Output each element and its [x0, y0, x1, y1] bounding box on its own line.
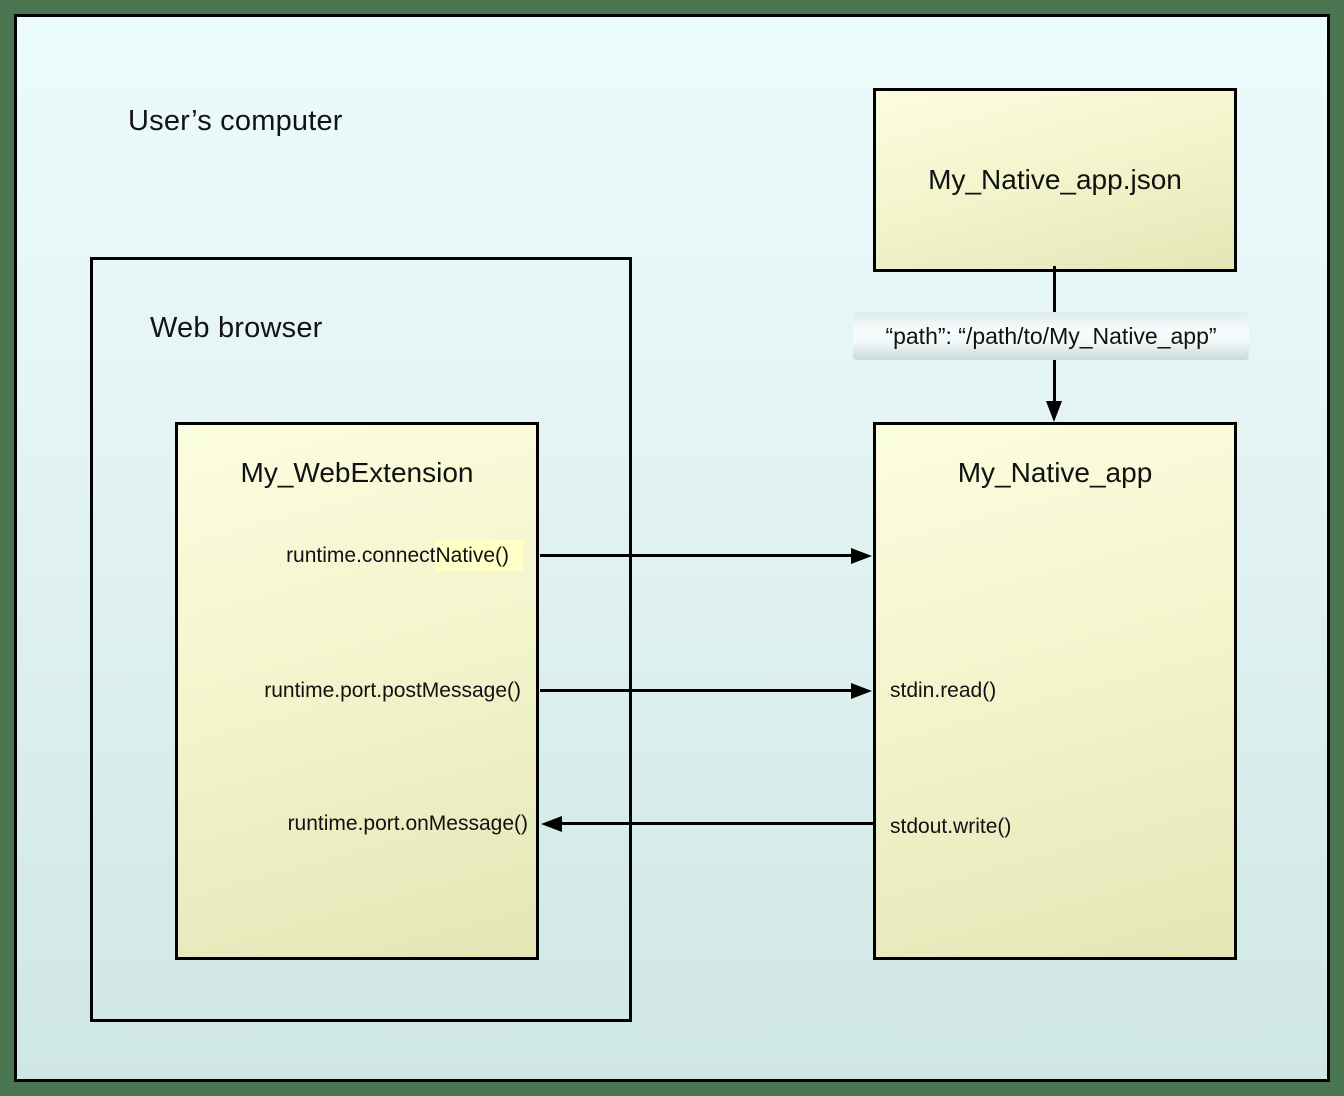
- users-computer-label: User’s computer: [128, 105, 343, 137]
- path-mapping-label: “path”: “/path/to/My_Native_app”: [853, 312, 1249, 360]
- web-browser-box: [90, 257, 632, 1022]
- connect-native-highlight: Native(): [435, 540, 523, 571]
- web-browser-label: Web browser: [150, 312, 323, 344]
- connect-native-label: runtime.connectNative(): [286, 540, 523, 571]
- on-message-label: runtime.port.onMessage(): [287, 812, 528, 835]
- native-app-json-box: My_Native_app.json: [873, 88, 1237, 272]
- connect-native-arrow-line: [540, 554, 855, 557]
- connect-native-arrowhead: [851, 548, 872, 564]
- stdin-read-label: stdin.read(): [890, 679, 997, 702]
- stdout-write-label: stdout.write(): [890, 815, 1012, 838]
- on-message-arrowhead: [541, 816, 562, 832]
- my-webextension-title: My_WebExtension: [240, 457, 474, 488]
- my-native-app-box: My_Native_app: [873, 422, 1237, 960]
- my-webextension-box: My_WebExtension: [175, 422, 539, 960]
- json-path-arrowhead: [1046, 401, 1062, 422]
- post-message-arrowhead: [851, 683, 872, 699]
- post-message-label: runtime.port.postMessage(): [264, 679, 521, 702]
- connect-native-label-prefix: runtime.connect: [286, 544, 436, 567]
- native-app-json-title: My_Native_app.json: [928, 164, 1182, 195]
- post-message-arrow-line: [540, 689, 855, 692]
- on-message-arrow-line: [558, 822, 873, 825]
- my-native-app-title: My_Native_app: [957, 457, 1153, 488]
